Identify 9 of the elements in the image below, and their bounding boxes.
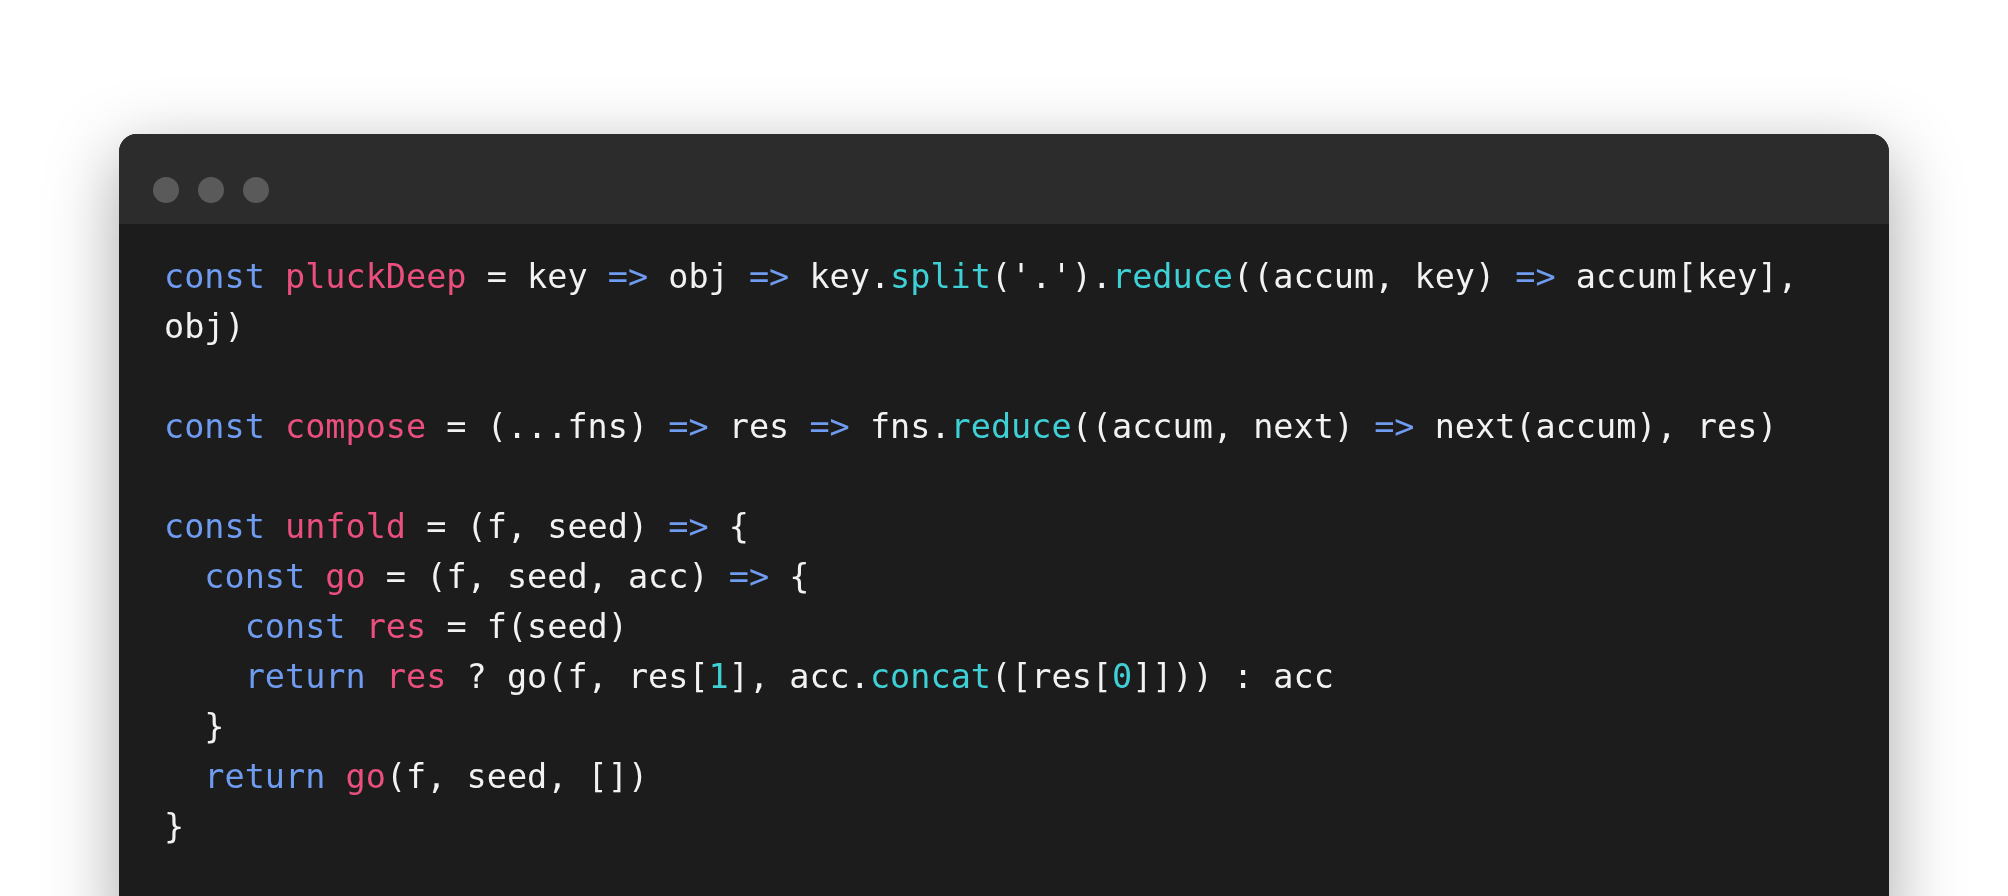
code-line: const res = f(seed)	[243, 606, 629, 648]
code-line: return go(f, seed, [])	[203, 756, 650, 798]
code-line: const pluckDeep = key => obj => key.split('.').reduce((accum, key) => accum[key], obj)	[164, 256, 1799, 348]
code-line: const go = (f, seed, acc) => {	[203, 556, 811, 598]
code-line: return res ? go(f, res[1], acc.concat([res[0]])) : acc	[243, 656, 1335, 698]
code-line: }	[164, 806, 186, 848]
code-line: }	[203, 706, 226, 748]
code-line: const unfold = (f, seed) => {	[164, 506, 750, 548]
code-line: const compose = (...fns) => res => fns.reduce((accum, next) => next(accum), res)	[164, 406, 1779, 448]
